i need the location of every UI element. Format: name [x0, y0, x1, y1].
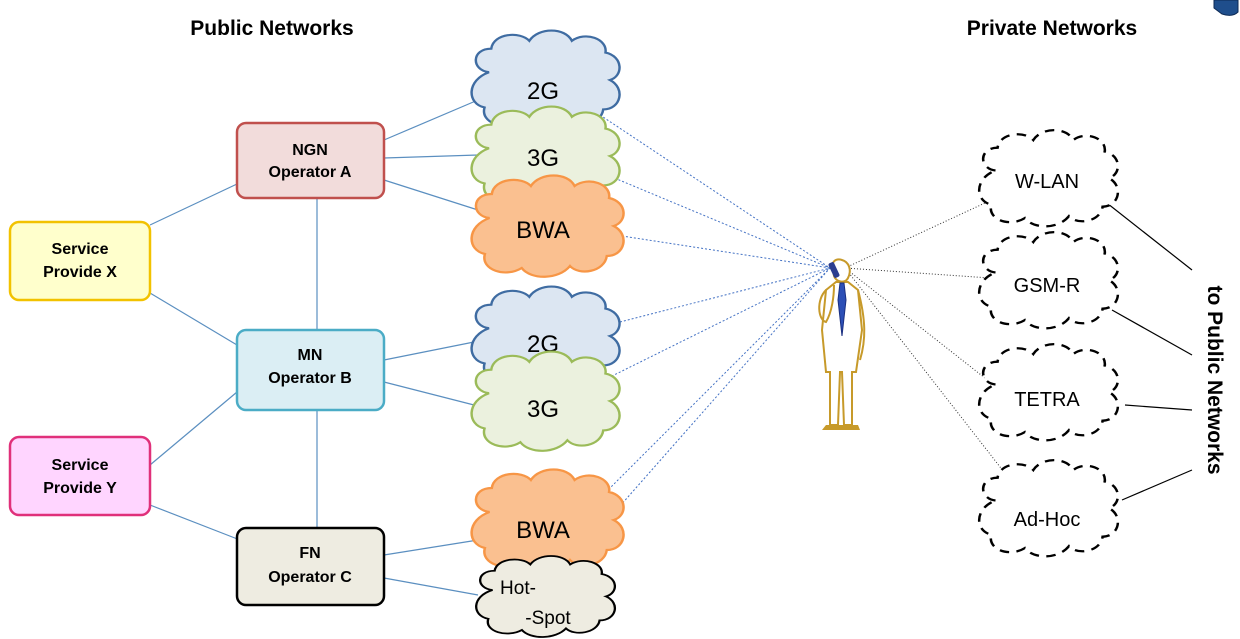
operator-a-line2: Operator A [269, 164, 352, 181]
cloud-3g-b-label: 3G [527, 396, 559, 423]
wireless-links [599, 114, 831, 507]
provider-x-line2: Provide X [43, 264, 117, 281]
to-public-networks-label: to Public Networks [1203, 285, 1226, 474]
private-adhoc-label: Ad-Hoc [1014, 509, 1081, 531]
service-provider-y-box: Service Provide Y [8, 435, 152, 517]
operator-b-line2: Operator B [268, 370, 352, 387]
cloud-bwa-a-label: BWA [516, 217, 570, 244]
provider-y-line2: Provide Y [43, 480, 117, 497]
private-gsmr-label: GSM-R [1014, 275, 1081, 297]
backhaul-links [1097, 195, 1193, 501]
corner-logo-icon [1213, 0, 1239, 16]
provider-y-line1: Service [52, 457, 109, 474]
cloud-hotspot-label-2: -Spot [525, 608, 571, 629]
private-networks-heading: Private Networks [967, 17, 1137, 40]
provider-x-line1: Service [52, 241, 109, 258]
cloud-3g-a-label: 3G [527, 145, 559, 172]
operator-c-line2: Operator C [268, 569, 352, 586]
cloud-2g-a-label: 2G [527, 78, 559, 105]
private-wlan-label: W-LAN [1015, 171, 1079, 193]
mobile-user-icon [818, 258, 866, 430]
operator-a-line1: NGN [292, 142, 328, 159]
operator-c-box: FN Operator C [235, 526, 386, 607]
operator-b-line1: MN [298, 347, 323, 364]
service-provider-x-box: Service Provide X [8, 220, 152, 302]
private-tetra-label: TETRA [1014, 389, 1080, 411]
operator-c-line1: FN [299, 545, 320, 562]
public-networks-heading: Public Networks [190, 17, 353, 40]
cloud-hotspot-label-1: Hot- [500, 578, 536, 599]
cloud-bwa-c-label: BWA [516, 517, 570, 544]
operator-a-box: NGN Operator A [235, 121, 386, 200]
operator-links [149, 99, 479, 596]
private-links [844, 195, 1019, 491]
operator-b-box: MN Operator B [235, 328, 386, 412]
